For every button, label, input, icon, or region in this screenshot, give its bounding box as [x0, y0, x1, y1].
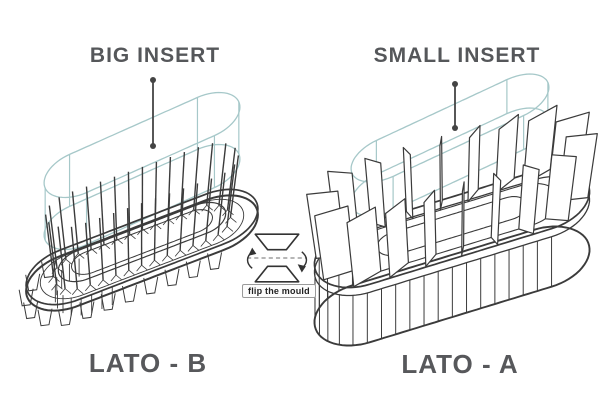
mould-lato-b-drawing	[18, 143, 259, 327]
lato-a-label: LATO - A	[401, 349, 519, 379]
lato-b-label: LATO - B	[88, 348, 208, 378]
big-insert-label: BIG INSERT	[89, 44, 221, 67]
small-insert-label: SMALL INSERT	[373, 44, 541, 67]
leader-lines	[150, 77, 458, 149]
flip-mould-label: flip the mould	[242, 284, 316, 298]
flip-mould-icon	[246, 233, 308, 283]
mould-lato-a-drawing	[306, 104, 598, 347]
